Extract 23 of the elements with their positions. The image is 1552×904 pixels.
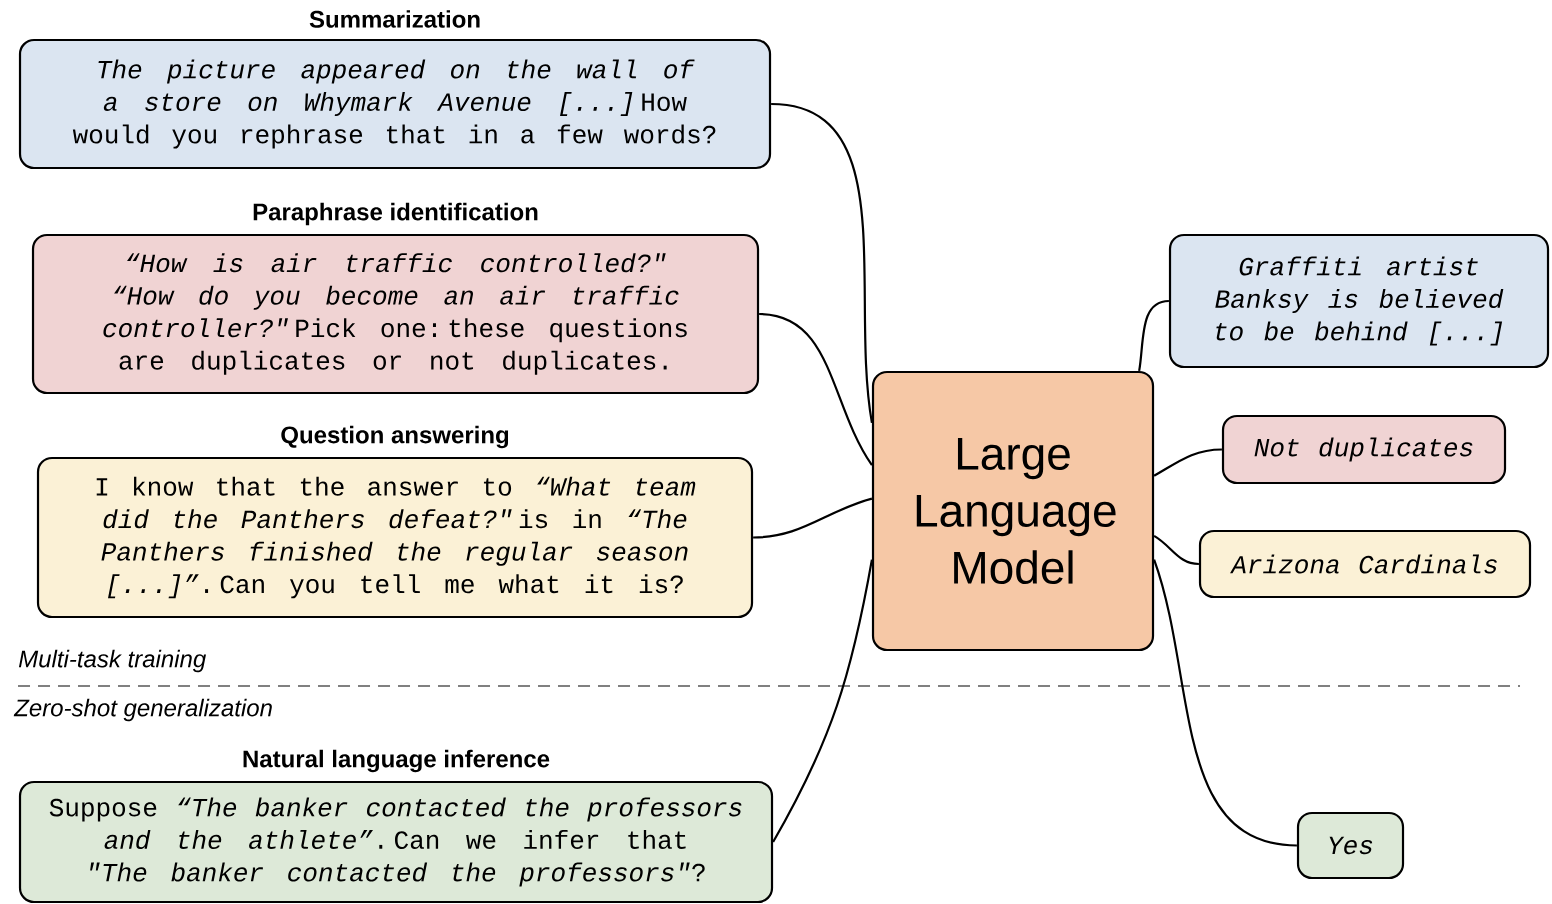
- task-heading: Natural language inference: [243, 749, 550, 773]
- connector-line: [753, 497, 873, 539]
- connector-line: [1153, 448, 1222, 477]
- task-heading: Question answering: [281, 425, 509, 449]
- answer-box: Not duplicates: [1221, 414, 1507, 485]
- connector-line: [1153, 534, 1199, 566]
- connector-line: [759, 312, 873, 466]
- task-box: “How is air traffic controlled?" “How do you become an air traffic controller?" Pick one: these questions are duplicates or not duplicates.: [31, 233, 760, 395]
- section-label: Zero-shot generalization: [13, 698, 272, 722]
- model-box: Large Language Model: [871, 370, 1155, 652]
- task-box: Suppose “The banker contacted the professors and the athlete”. Can we infer that "The banker contacted the professors"?: [18, 780, 774, 904]
- section-label: Multi-task training: [18, 649, 206, 673]
- answer-box: Arizona Cardinals: [1198, 529, 1532, 599]
- answer-box: Graffiti artist Banksy is believed to be behind [...]: [1168, 233, 1550, 369]
- task-box: The picture appeared on the wall of a store on Whymark Avenue [...] How would you rephrase that in a few words?: [18, 38, 772, 170]
- task-heading: Paraphrase identification: [253, 202, 538, 226]
- connector-line: [1138, 299, 1170, 372]
- connector-line: [772, 559, 873, 843]
- connector-line: [1153, 559, 1298, 847]
- answer-box: Yes: [1296, 811, 1405, 880]
- task-heading: Summarization: [309, 10, 480, 28]
- connector-line: [770, 102, 873, 423]
- task-box: I know that the answer to “What team did the Panthers defeat?" is in “The Panthers finished the regular season [...]”. Can you tell me what it is?: [36, 456, 754, 619]
